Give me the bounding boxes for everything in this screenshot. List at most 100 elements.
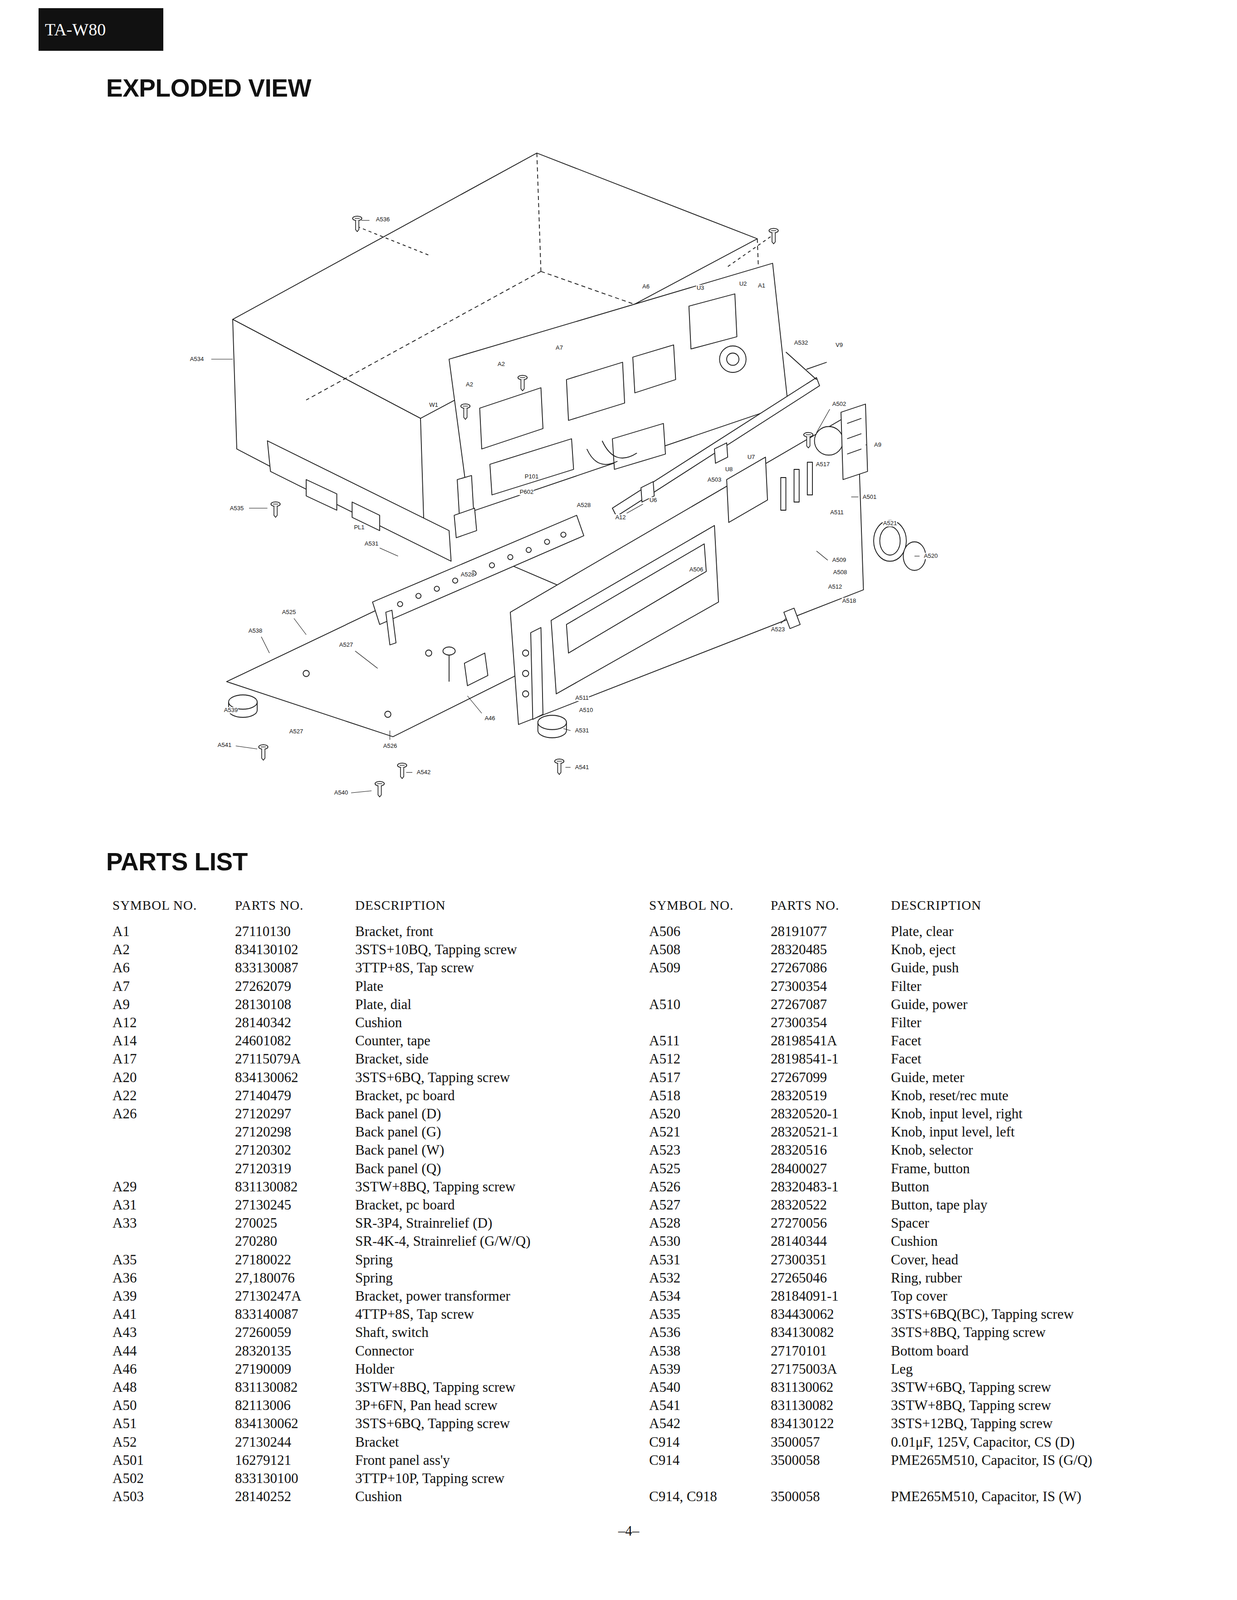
- column-header: SYMBOL NO.: [112, 896, 197, 915]
- symbol-cell: A33: [112, 1214, 137, 1233]
- symbol-cell: A512: [649, 1050, 681, 1069]
- symbol-cell: A7: [112, 977, 130, 996]
- leader-lines: [355, 651, 378, 669]
- deck-parts: [357, 226, 430, 256]
- description-cell: Holder: [355, 1360, 395, 1379]
- symbol-cell: A39: [112, 1287, 137, 1306]
- deck-parts: [270, 502, 280, 518]
- part-number-cell: 28320135: [234, 1342, 292, 1361]
- model-name: TA-W80: [44, 8, 106, 51]
- callout-number: A520: [923, 552, 939, 560]
- callout-number: A510: [578, 707, 594, 714]
- symbol-cell: A17: [112, 1050, 137, 1069]
- part-number-cell: 28140344: [770, 1232, 827, 1251]
- description-cell: 3STW+8BQ, Tapping screw: [890, 1396, 1052, 1415]
- description-cell: Ring, rubber: [890, 1269, 963, 1288]
- deck-parts: [602, 440, 638, 459]
- description-cell: Back panel (W): [355, 1141, 445, 1160]
- leader-lines: [816, 409, 830, 433]
- description-cell: Bracket, pc board: [355, 1196, 455, 1215]
- page-title: EXPLODED VIEW: [106, 74, 312, 102]
- symbol-cell: A511: [649, 1031, 680, 1051]
- deck-parts: [267, 440, 452, 562]
- deck-parts: [479, 387, 544, 450]
- page-number: –4–: [618, 1522, 640, 1541]
- deck-parts: [803, 432, 813, 449]
- part-number-cell: 27267099: [770, 1068, 827, 1087]
- callout-number: A531: [364, 540, 379, 548]
- callout-number: A7: [555, 344, 564, 352]
- callout-number: A540: [333, 789, 349, 797]
- deck-parts: [434, 586, 440, 592]
- description-cell: Front panel ass'y: [355, 1451, 450, 1470]
- leader-lines: [626, 504, 644, 514]
- description-cell: 3STW+6BQ, Tapping screw: [890, 1378, 1052, 1397]
- part-number-cell: 27267086: [770, 958, 827, 978]
- part-number-cell: 27170101: [770, 1342, 827, 1361]
- description-cell: Top cover: [890, 1287, 948, 1306]
- description-cell: SR-4K-4, Strainrelief (G/W/Q): [355, 1232, 531, 1251]
- callout-number: A511: [574, 694, 589, 702]
- description-cell: 4TTP+8S, Tap screw: [355, 1305, 475, 1324]
- description-cell: Knob, selector: [890, 1141, 973, 1160]
- callout-number: A526: [382, 743, 398, 750]
- callout-number: A501: [862, 493, 877, 501]
- callout-number: A527: [288, 728, 304, 735]
- part-number-cell: 27300351: [770, 1251, 827, 1270]
- symbol-cell: A526: [649, 1178, 681, 1197]
- symbol-cell: A52: [112, 1433, 137, 1452]
- callout-number: A532: [793, 339, 809, 347]
- leader-lines: [211, 220, 920, 793]
- callout-number: A542: [416, 769, 431, 776]
- leader-lines: [293, 618, 307, 636]
- leader-lines: [851, 496, 859, 498]
- description-cell: Plate, clear: [890, 922, 954, 941]
- leader-lines: [235, 746, 258, 750]
- description-cell: 3STS+6BQ, Tapping screw: [355, 1414, 510, 1433]
- deck-parts: [873, 520, 907, 562]
- callout-number: A2: [465, 381, 474, 388]
- symbol-cell: A12: [112, 1013, 137, 1032]
- deck-parts: [726, 353, 739, 366]
- callout-number: U3: [696, 284, 705, 292]
- column-header: PARTS NO.: [234, 896, 304, 915]
- symbol-cell: A2: [112, 940, 130, 959]
- callout-number: A521: [882, 520, 898, 527]
- symbol-cell: A520: [649, 1104, 681, 1124]
- symbol-cell: A22: [112, 1086, 137, 1105]
- leader-lines: [565, 767, 571, 768]
- description-cell: Shaft, switch: [355, 1323, 429, 1342]
- description-cell: Cushion: [355, 1013, 402, 1032]
- description-cell: Filter: [890, 977, 922, 996]
- description-cell: 3P+6FN, Pan head screw: [355, 1396, 498, 1415]
- description-cell: Knob, input level, left: [890, 1123, 1015, 1142]
- description-cell: Bracket, front: [355, 922, 434, 941]
- part-number-cell: 27265046: [770, 1269, 827, 1288]
- part-number-cell: 834130062: [234, 1414, 299, 1433]
- deck-parts: [489, 562, 495, 568]
- description-cell: Connector: [355, 1342, 414, 1361]
- callout-number: V9: [835, 342, 844, 349]
- description-cell: Counter, tape: [355, 1031, 431, 1051]
- deck-parts: [306, 479, 338, 511]
- part-number-cell: 28320516: [770, 1141, 827, 1160]
- deck-parts: [448, 653, 450, 682]
- symbol-cell: A29: [112, 1178, 137, 1197]
- part-number-cell: 27130247A: [234, 1287, 302, 1306]
- part-number-cell: 27140479: [234, 1086, 292, 1105]
- part-number-cell: 27120297: [234, 1104, 292, 1124]
- deck-parts: [726, 236, 771, 268]
- part-number-cell: 27260059: [234, 1323, 292, 1342]
- callout-number: A506: [689, 566, 704, 573]
- description-cell: 3TTP+10P, Tapping screw: [355, 1469, 505, 1488]
- deck-parts: [566, 543, 707, 654]
- callout-number: U8: [724, 466, 734, 473]
- deck-parts: [612, 423, 666, 470]
- part-number-cell: 82113006: [234, 1396, 291, 1415]
- callout-number: P101: [524, 473, 539, 480]
- part-number-cell: 24601082: [234, 1031, 292, 1051]
- part-number-cell: 27300354: [770, 1013, 827, 1032]
- deck-parts: [425, 650, 432, 657]
- part-number-cell: 833140087: [234, 1305, 299, 1324]
